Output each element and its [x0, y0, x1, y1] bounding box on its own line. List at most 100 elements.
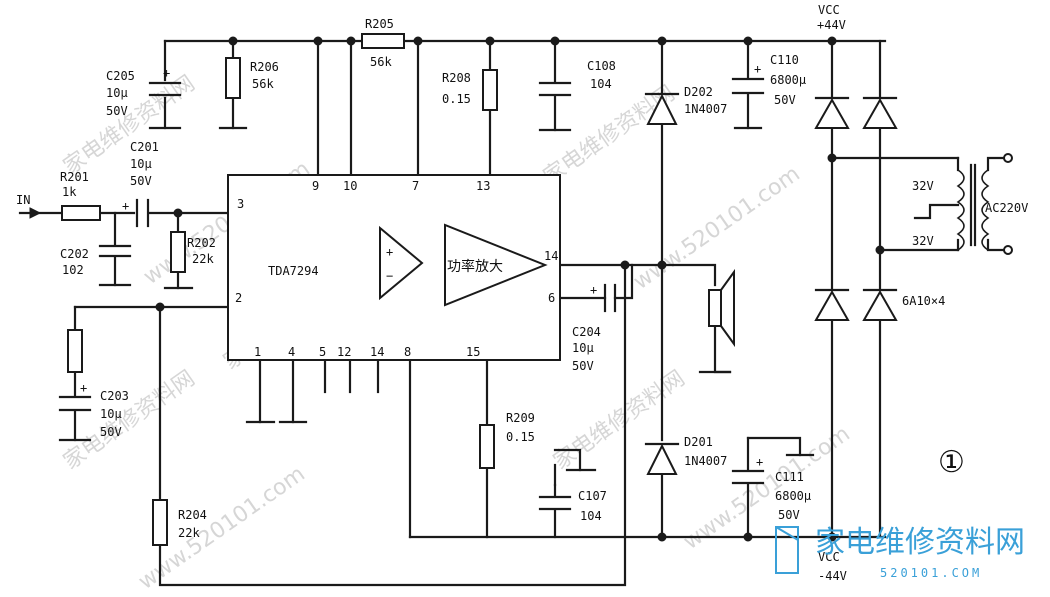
logo-url: 520101.COM [880, 566, 982, 580]
c204-voltage: 50V [572, 359, 594, 373]
svg-text:+: + [163, 66, 170, 80]
r202-value: 22k [192, 252, 214, 266]
input-label: IN [16, 193, 30, 207]
c108-value: 104 [590, 77, 612, 91]
watermark-url: www.520101.com [629, 161, 805, 294]
pin-number: 15 [466, 345, 480, 359]
r208-ref: R208 [442, 71, 471, 85]
pin-number: 3 [237, 197, 244, 211]
r209-value: 0.15 [506, 430, 535, 444]
c204-ref: C204 [572, 325, 601, 339]
c205-ref: C205 [106, 69, 135, 83]
c205-value: 10µ [106, 86, 128, 100]
vcc-neg-value: -44V [818, 569, 847, 583]
svg-text:+: + [756, 455, 763, 469]
c110-ref: C110 [770, 53, 799, 67]
pin-number: 8 [404, 345, 411, 359]
labels: IN R201 1k C201 10µ 50V C202 102 R202 22… [16, 3, 1028, 583]
transformer [956, 153, 1013, 255]
c201-ref: C201 [130, 140, 159, 154]
wires [18, 39, 1007, 587]
opamp-triangle [379, 225, 424, 301]
ic-tda7294: + − 功率放大 TDA7294 9 10 7 13 3 14 2 6 1 4 … [227, 174, 561, 361]
diode-d201 [646, 443, 678, 475]
d202-value: 1N4007 [684, 102, 727, 116]
ground-symbols [58, 126, 815, 472]
r208-value: 0.15 [442, 92, 471, 106]
pin-number: 7 [412, 179, 419, 193]
r205-ref: R205 [365, 17, 394, 31]
pin-number: 5 [319, 345, 326, 359]
speaker [708, 268, 735, 348]
r202-ref: R202 [187, 236, 216, 250]
pin-number: 9 [312, 179, 319, 193]
svg-text:+: + [590, 283, 597, 297]
c204-value: 10µ [572, 341, 594, 355]
d201-value: 1N4007 [684, 454, 727, 468]
capacitors: + + + + + + [58, 62, 765, 511]
bridge-diode [814, 289, 850, 321]
resistor-r206 [225, 57, 241, 99]
c111-value: 6800µ [775, 489, 811, 503]
amp-label: 功率放大 [447, 258, 503, 275]
c203-ref: C203 [100, 389, 129, 403]
r204-value: 22k [178, 526, 200, 540]
resistor-r205 [361, 33, 405, 49]
c111-voltage: 50V [778, 508, 800, 522]
bridge-diode [814, 97, 850, 129]
pin-number: 2 [235, 291, 242, 305]
c202-value: 102 [62, 263, 84, 277]
logo-text: 家电维修资料网 [815, 525, 1025, 560]
pin-number: 13 [476, 179, 490, 193]
resistor-r202 [170, 231, 186, 273]
pin-number: 6 [548, 291, 555, 305]
c201-voltage: 50V [130, 174, 152, 188]
resistor-r201 [61, 205, 101, 221]
d201-ref: D201 [684, 435, 713, 449]
junction-dots [155, 36, 885, 542]
r204-ref: R204 [178, 508, 207, 522]
r209-ref: R209 [506, 411, 535, 425]
c202-ref: C202 [60, 247, 89, 261]
c203-voltage: 50V [100, 425, 122, 439]
d202-ref: D202 [684, 85, 713, 99]
pin-number: 14 [370, 345, 384, 359]
svg-text:+: + [386, 245, 393, 259]
power-amp-triangle [444, 223, 548, 307]
watermark-cn: 家电维修资料网 [539, 81, 680, 190]
r205-value: 56k [370, 55, 392, 69]
resistor-r204 [152, 499, 168, 546]
resistors [61, 33, 498, 546]
svg-text:+: + [122, 199, 129, 213]
r206-value: 56k [252, 77, 274, 91]
c110-voltage: 50V [774, 93, 796, 107]
figure-number: ① [938, 445, 965, 480]
bridge-label: 6A10×4 [902, 294, 945, 308]
bridge-diode [862, 97, 898, 129]
resistor-r209 [479, 424, 495, 469]
ic-name: TDA7294 [268, 264, 319, 278]
sec-bot-label: 32V [912, 234, 934, 248]
svg-text:+: + [754, 62, 761, 76]
c110-value: 6800µ [770, 73, 806, 87]
r201-value: 1k [62, 185, 77, 199]
resistor-r208 [482, 69, 498, 111]
bridge-diode [862, 289, 898, 321]
pin-number: 4 [288, 345, 295, 359]
vcc-pos-value: +44V [817, 18, 846, 32]
pin-number: 1 [254, 345, 261, 359]
vcc-pos-label: VCC [818, 3, 840, 17]
c108-ref: C108 [587, 59, 616, 73]
resistor-r203 [67, 329, 83, 373]
pin-number: 12 [337, 345, 351, 359]
ac220v-label: AC220V [985, 201, 1028, 215]
c205-voltage: 50V [106, 104, 128, 118]
c111-ref: C111 [775, 470, 804, 484]
c107-ref: C107 [578, 489, 607, 503]
vcc-neg-label: VCC [818, 550, 840, 564]
c201-value: 10µ [130, 157, 152, 171]
sec-top-label: 32V [912, 179, 934, 193]
pin-number: 14 [544, 249, 558, 263]
r206-ref: R206 [250, 60, 279, 74]
